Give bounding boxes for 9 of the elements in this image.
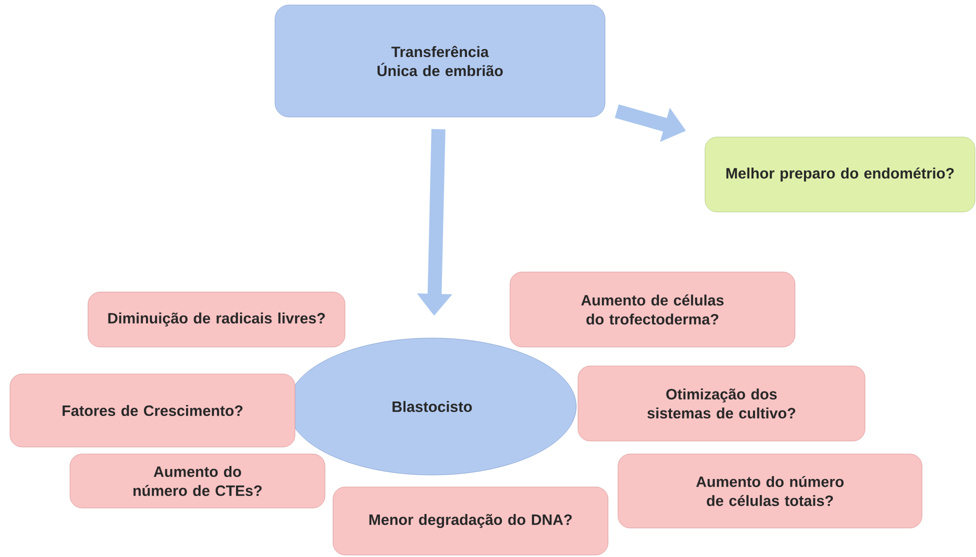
question-box: Aumento de células do trofectoderma? (510, 272, 796, 348)
question-box: Fatores de Crescimento? (10, 374, 296, 448)
process-box: Transferência Única de embrião (274, 4, 606, 118)
question-box: Aumento do número de CTEs? (70, 454, 326, 508)
question-box: Menor degradação do DNA? (332, 486, 608, 556)
question-box: Aumento do número de células totais? (618, 454, 922, 528)
question-box: Melhor preparo do endométrio? (704, 136, 976, 212)
question-box: Diminuição de radicais livres? (88, 292, 346, 348)
question-box: Otimização dos sistemas de cultivo? (578, 366, 866, 442)
